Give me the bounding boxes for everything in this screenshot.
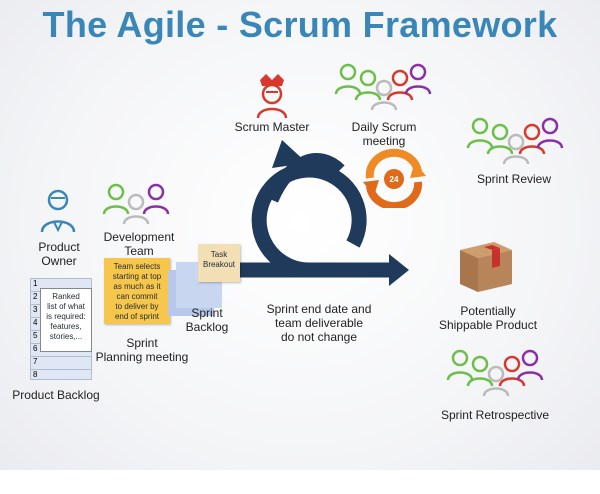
sprint-backlog-label: Sprint Backlog	[176, 306, 238, 334]
task-breakout-card: Task Breakout	[198, 244, 240, 282]
sprint-retrospective-label: Sprint Retrospective	[440, 408, 550, 422]
backlog-note-line-5: stories,...	[49, 332, 83, 341]
sprint-planning-line-1: Sprint	[126, 336, 158, 350]
daily-scrum-team-icon	[334, 63, 432, 111]
backlog-note-line-4: features,	[50, 322, 82, 331]
task-breakout-line-1: Task	[210, 250, 228, 259]
sprint-planning-label: Sprint Planning meeting	[92, 336, 192, 364]
daily-scrum-label: Daily Scrum meeting	[334, 120, 434, 148]
daily-scrum-line-1: Daily Scrum	[351, 120, 417, 134]
team-note-line-1: Team selects	[113, 262, 161, 271]
sprint-end-line-2: team deliverable	[274, 316, 364, 330]
team-note-line-2: starting at top	[112, 272, 162, 281]
sprint-review-team-icon	[466, 117, 564, 165]
sprint-end-line-1: Sprint end date and	[266, 302, 372, 316]
development-team-label: Development Team	[94, 230, 184, 258]
backlog-row: 8	[33, 370, 38, 379]
sprint-end-text: Sprint end date and team deliverable do …	[254, 302, 384, 344]
sprint-end-line-3: do not change	[280, 330, 358, 344]
sprint-review-label: Sprint Review	[476, 172, 552, 186]
backlog-note-line-3: is required:	[46, 312, 86, 321]
potentially-shippable-label: Potentially Shippable Product	[430, 304, 546, 332]
task-breakout-line-2: Breakout	[202, 260, 236, 269]
backlog-row: 7	[31, 357, 91, 370]
product-owner-icon	[40, 189, 76, 233]
development-team-line-2: Team	[124, 244, 154, 258]
daily-scrum-line-2: meeting	[362, 134, 406, 148]
scrum-master-label: Scrum Master	[234, 120, 310, 134]
product-backlog-label: Product Backlog	[12, 388, 100, 402]
backlog-note-card: Ranked list of what is required: feature…	[40, 288, 92, 352]
backlog-note-line-2: list of what	[47, 302, 85, 311]
team-selects-note: Team selects starting at top as much as …	[104, 258, 170, 324]
bottom-strip	[0, 470, 600, 494]
sprint-retrospective-team-icon	[446, 349, 544, 397]
development-team-line-1: Development	[103, 230, 175, 244]
product-owner-line-1: Product	[38, 240, 80, 254]
backlog-row: 6	[31, 344, 91, 357]
sprint-backlog-line-1: Sprint	[191, 306, 223, 320]
sprint-planning-line-2: Planning meeting	[95, 350, 189, 364]
potentially-shippable-line-1: Potentially	[460, 304, 516, 318]
team-note-line-3: as much as it	[113, 282, 161, 291]
team-note-line-5: to deliver by	[115, 302, 159, 311]
timer-arrows-icon: 24	[363, 148, 426, 208]
team-note-line-6: end of sprint	[114, 312, 160, 321]
potentially-shippable-line-2: Shippable Product	[438, 318, 538, 332]
sprint-backlog-line-2: Backlog	[185, 320, 229, 334]
potentially-shippable-box-icon	[460, 242, 512, 292]
product-owner-label: Product Owner	[22, 240, 96, 268]
page-title: The Agile - Scrum Framework	[42, 4, 558, 45]
backlog-note-line-1: Ranked	[52, 292, 80, 301]
scrum-master-icon	[256, 74, 288, 119]
product-owner-line-2: Owner	[41, 254, 77, 268]
svg-text:24: 24	[390, 175, 399, 184]
development-team-icon	[102, 183, 170, 225]
team-note-line-4: can commit	[116, 292, 158, 301]
